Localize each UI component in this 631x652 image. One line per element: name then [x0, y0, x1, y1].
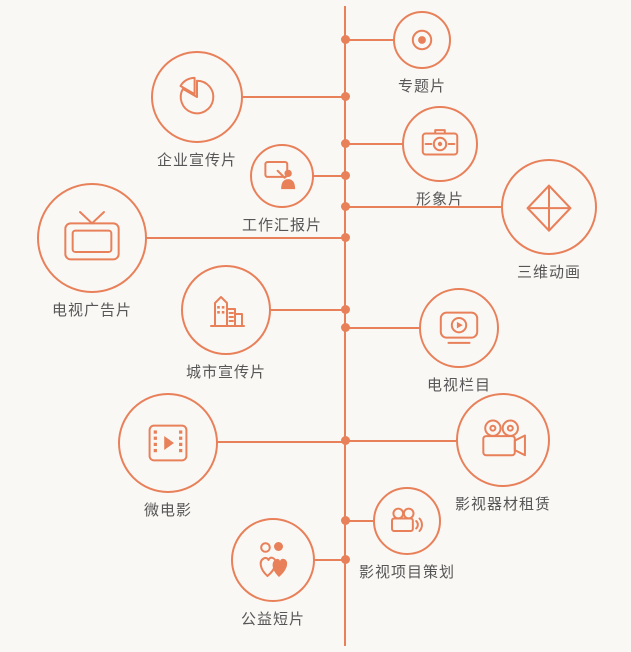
node-circle	[181, 265, 271, 355]
television-icon	[60, 206, 124, 270]
people-hearts-icon	[249, 542, 288, 577]
presenter-icon	[261, 155, 296, 190]
movie-camera-icon	[476, 413, 530, 467]
node-image-film: 形象片	[402, 106, 478, 208]
film-strip-play-icon	[142, 417, 194, 469]
node-label: 专题片	[397, 78, 447, 95]
connector-line	[146, 237, 346, 239]
connector-line	[345, 520, 374, 522]
connector-line	[345, 39, 394, 41]
node-label: 微电影	[143, 502, 193, 519]
node-circle	[151, 51, 243, 143]
node-circle	[118, 393, 218, 493]
connector-line	[270, 309, 346, 311]
node-circle	[501, 159, 597, 255]
node-work-report: 工作汇报片	[242, 144, 321, 234]
node-circle	[456, 393, 550, 487]
node-label: 电视栏目	[426, 377, 492, 394]
connector-line	[345, 440, 457, 442]
node-3d-animation: 三维动画	[501, 159, 597, 281]
node-label: 影视器材租赁	[454, 496, 552, 513]
node-micro-film: 微电影	[118, 393, 218, 519]
node-label: 城市宣传片	[185, 364, 267, 381]
3d-diamond-icon	[522, 180, 576, 234]
connector-line	[345, 327, 420, 329]
junction-dot	[341, 323, 350, 332]
camera-waves-icon	[387, 501, 427, 541]
node-circle	[419, 288, 499, 368]
node-circle	[37, 183, 147, 293]
node-project-planning: 影视项目策划	[359, 487, 454, 581]
node-tv-program: 电视栏目	[419, 288, 499, 394]
junction-dot	[341, 92, 350, 101]
node-charity-short: 公益短片	[231, 518, 315, 628]
node-city-promo: 城市宣传片	[181, 265, 271, 381]
connector-line	[314, 559, 346, 561]
connector-line	[345, 143, 403, 145]
connector-line	[313, 175, 346, 177]
city-buildings-icon	[202, 286, 250, 334]
connector-line	[345, 206, 502, 208]
node-equipment-rental: 影视器材租赁	[455, 393, 550, 513]
junction-dot	[341, 555, 350, 564]
junction-dot	[341, 202, 350, 211]
node-circle	[250, 144, 314, 208]
node-circle	[373, 487, 441, 555]
junction-dot	[341, 436, 350, 445]
junction-dot	[341, 139, 350, 148]
node-circle	[393, 11, 451, 69]
node-label: 形象片	[415, 191, 465, 208]
connector-line	[242, 96, 346, 98]
camera-viewfinder-icon	[417, 121, 463, 167]
junction-dot	[341, 171, 350, 180]
record-dot-icon	[405, 23, 439, 57]
node-label: 企业宣传片	[156, 152, 238, 169]
node-label: 工作汇报片	[241, 217, 323, 234]
node-feature-film: 专题片	[393, 11, 451, 95]
node-label: 三维动画	[516, 264, 582, 281]
screen-play-icon	[436, 305, 482, 351]
node-corporate-promo: 企业宣传片	[151, 51, 243, 169]
junction-dot	[341, 305, 350, 314]
node-tv-commercial: 电视广告片	[37, 183, 147, 319]
node-label: 影视项目策划	[358, 564, 456, 581]
node-circle	[231, 518, 315, 602]
connector-line	[217, 441, 346, 443]
node-circle	[402, 106, 478, 182]
junction-dot	[341, 35, 350, 44]
node-label: 电视广告片	[51, 302, 133, 319]
node-label: 公益短片	[240, 611, 306, 628]
pie-chart-icon	[174, 74, 220, 120]
junction-dot	[341, 233, 350, 242]
junction-dot	[341, 516, 350, 525]
